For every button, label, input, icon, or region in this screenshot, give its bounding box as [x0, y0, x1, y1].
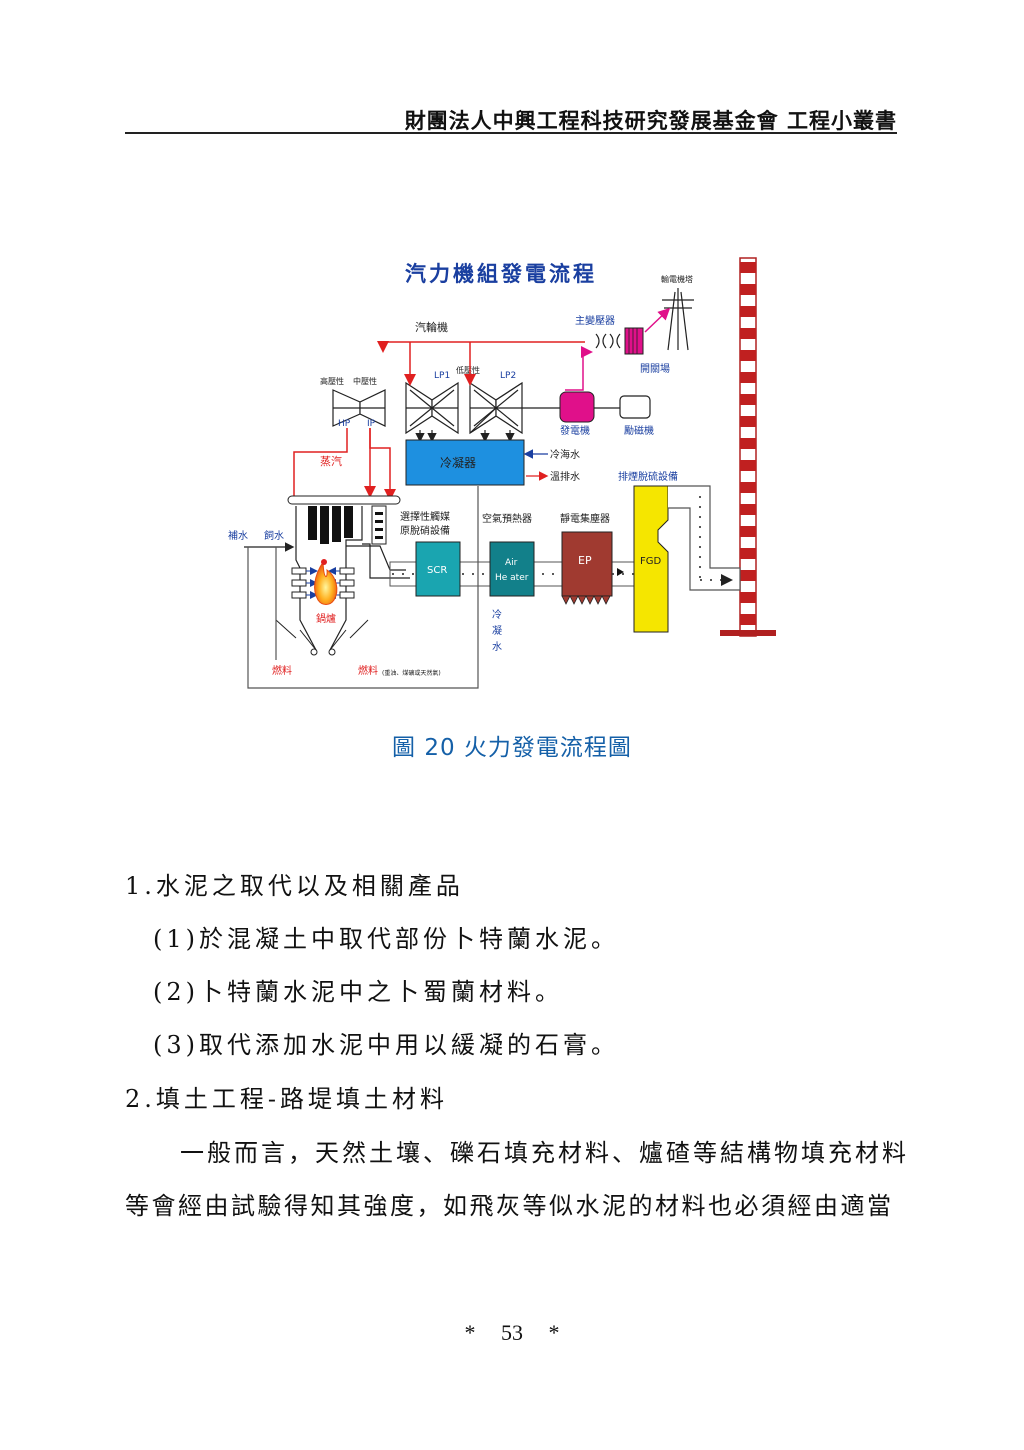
steam-drum-icon	[287, 495, 401, 505]
exciter-label: 勵磁機	[624, 424, 654, 437]
header-title: 財團法人中興工程科技研究發展基金會 工程小叢書	[404, 108, 897, 133]
scr-text: SCR	[427, 565, 447, 576]
steam-line-top	[382, 341, 585, 350]
condensate-label-1: 冷	[492, 608, 502, 621]
switchyard-label: 開關場	[640, 362, 670, 375]
fuel-left-label: 燃料	[272, 664, 292, 677]
chimney-stripe	[740, 350, 756, 361]
list-item-2: (2)卜特蘭水泥中之卜蜀蘭材料。	[153, 978, 563, 1006]
steam-turbine-label: 汽輪機	[415, 320, 448, 334]
chimney-stripe	[740, 438, 756, 449]
generator-icon	[559, 391, 595, 423]
chimney-stripe	[740, 262, 756, 273]
page-header: 財團法人中興工程科技研究發展基金會 工程小叢書	[125, 102, 897, 134]
chimney-stripe	[740, 548, 756, 559]
flame-icon	[314, 560, 338, 605]
condenser-box	[405, 439, 525, 486]
paragraph-line-1: 一般而言，天然土壤、礫石填充材料、爐碴等結構物填充材料	[180, 1139, 909, 1167]
transmission-tower-icon	[662, 288, 694, 351]
stack-duct	[668, 485, 741, 591]
cold-seawater-label: 冷海水	[550, 448, 580, 461]
fgd-text: FGD	[640, 556, 662, 567]
chimney-stripe	[740, 614, 756, 625]
main-transformer-label: 主變壓器	[575, 314, 615, 327]
list-item-3: (3)取代添加水泥中用以緩凝的石膏。	[153, 1031, 619, 1059]
chimney-stripe	[740, 460, 756, 471]
chimney-stripe	[740, 284, 756, 295]
turbine-hp-ip	[332, 389, 386, 427]
burner-dot	[321, 559, 327, 565]
low-pressure-label: 低壓性	[456, 365, 480, 375]
fgd-label: 排煙脫硫設備	[618, 470, 678, 483]
steam-label: 蒸汽	[320, 454, 342, 468]
burners-left	[291, 567, 307, 599]
chimney-stripe	[740, 372, 756, 383]
lp2-label: LP2	[500, 371, 516, 381]
turbine-lp1	[405, 381, 459, 435]
chimney-stripe	[740, 328, 756, 339]
ep-text: EP	[578, 554, 592, 567]
switchyard-icon	[624, 327, 644, 355]
diagram-title: 汽力機組發電流程	[405, 262, 597, 286]
air-preheater-label: 空氣預熱器	[482, 512, 532, 525]
mid-pressure-label: 中壓性	[353, 376, 377, 386]
hp-label: HP	[338, 419, 351, 429]
section-heading-2: 2.填土工程-路堤填土材料	[125, 1085, 449, 1113]
chimney-stripe	[740, 570, 756, 581]
chimney-stripe	[740, 416, 756, 427]
chimney-stripe	[740, 526, 756, 537]
transformer-icon	[595, 333, 621, 349]
scr-label-2: 原脫硝設備	[400, 524, 450, 537]
ip-label: IP	[367, 419, 376, 429]
chimney-stripe	[740, 504, 756, 515]
burners-right	[339, 567, 355, 599]
condenser-label: 冷凝器	[440, 455, 476, 470]
esp-label: 靜電集塵器	[560, 512, 610, 525]
air-text-2: He ater	[495, 573, 529, 583]
section-heading-1: 1.水泥之取代以及相關產品	[125, 872, 464, 900]
turbine-lp2	[469, 381, 523, 435]
exciter-icon	[619, 395, 651, 419]
scr-box	[415, 541, 461, 597]
lp1-label: LP1	[434, 371, 450, 381]
air-heater-box	[489, 541, 535, 597]
diagram-svg: 汽力機組發電流程 輸電機塔 主變壓器 開關場	[228, 257, 776, 689]
boiler-tubes	[308, 505, 387, 545]
feed-water-label: 飼水	[264, 529, 284, 542]
condensate-label-2: 凝	[492, 625, 502, 637]
condensate-label-3: 水	[492, 641, 502, 653]
page-number: * 53 *	[464, 1320, 560, 1345]
warm-discharge-label: 溫排水	[550, 470, 580, 483]
feedwater-loop	[247, 486, 479, 689]
chimney-stripe	[740, 306, 756, 317]
chimney-stripe	[740, 482, 756, 493]
air-text-1: Air	[505, 558, 518, 568]
boiler-label: 鍋爐	[316, 612, 336, 625]
transmission-tower-label: 輸電機塔	[661, 274, 693, 284]
generator-label: 發電機	[560, 424, 590, 437]
fuel-right-label: 燃料	[358, 664, 378, 677]
chimney-stripe	[740, 394, 756, 405]
chimney-stripe	[740, 592, 756, 603]
power-plant-diagram: 汽力機組發電流程 輸電機塔 主變壓器 開關場	[220, 250, 810, 700]
makeup-water-label: 補水	[228, 529, 248, 542]
paragraph-line-2: 等會經由試驗得知其強度，如飛灰等似水泥的材料也必須經由適當	[125, 1192, 894, 1220]
figure-caption: 圖 20 火力發電流程圖	[392, 735, 632, 761]
ep-box	[561, 531, 613, 605]
high-pressure-label: 高壓性	[320, 376, 344, 386]
chimney	[720, 257, 776, 637]
list-item-1: (1)於混凝土中取代部份卜特蘭水泥。	[153, 925, 619, 953]
fuel-note: (重油、煤礦或天然氣)	[382, 669, 441, 677]
scr-label-1: 選擇性觸媒	[400, 510, 450, 523]
